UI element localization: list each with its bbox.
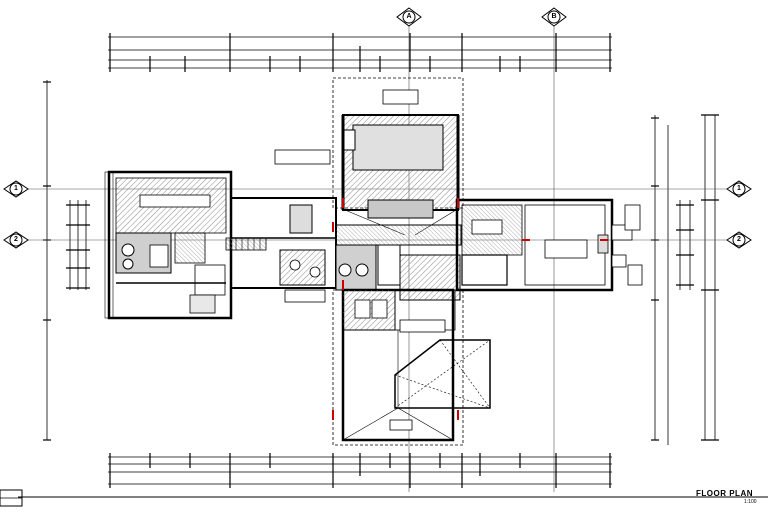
grid-label-1-right: 1 [737, 185, 741, 192]
grid-bubbles [3, 7, 752, 249]
drawing-scale: 1:100 [744, 499, 757, 505]
grid-label-b: B [551, 13, 557, 20]
west-wing [104, 170, 233, 320]
dimension-lines-top [108, 33, 612, 72]
grid-label-1-left: 1 [14, 185, 18, 192]
title-block [0, 489, 768, 507]
east-wing [455, 198, 643, 292]
grid-label-2-right: 2 [737, 236, 741, 243]
door-markers [332, 198, 608, 420]
dimension-lines-bottom [108, 453, 612, 488]
grid-label-a: A [406, 13, 412, 20]
dimension-lines-left [43, 80, 90, 441]
grid-label-2-left: 2 [14, 236, 18, 243]
south-wing [332, 288, 491, 446]
drawing-title: FLOOR PLAN [696, 489, 753, 498]
north-wing [274, 77, 464, 236]
dimension-lines-right [651, 114, 719, 445]
